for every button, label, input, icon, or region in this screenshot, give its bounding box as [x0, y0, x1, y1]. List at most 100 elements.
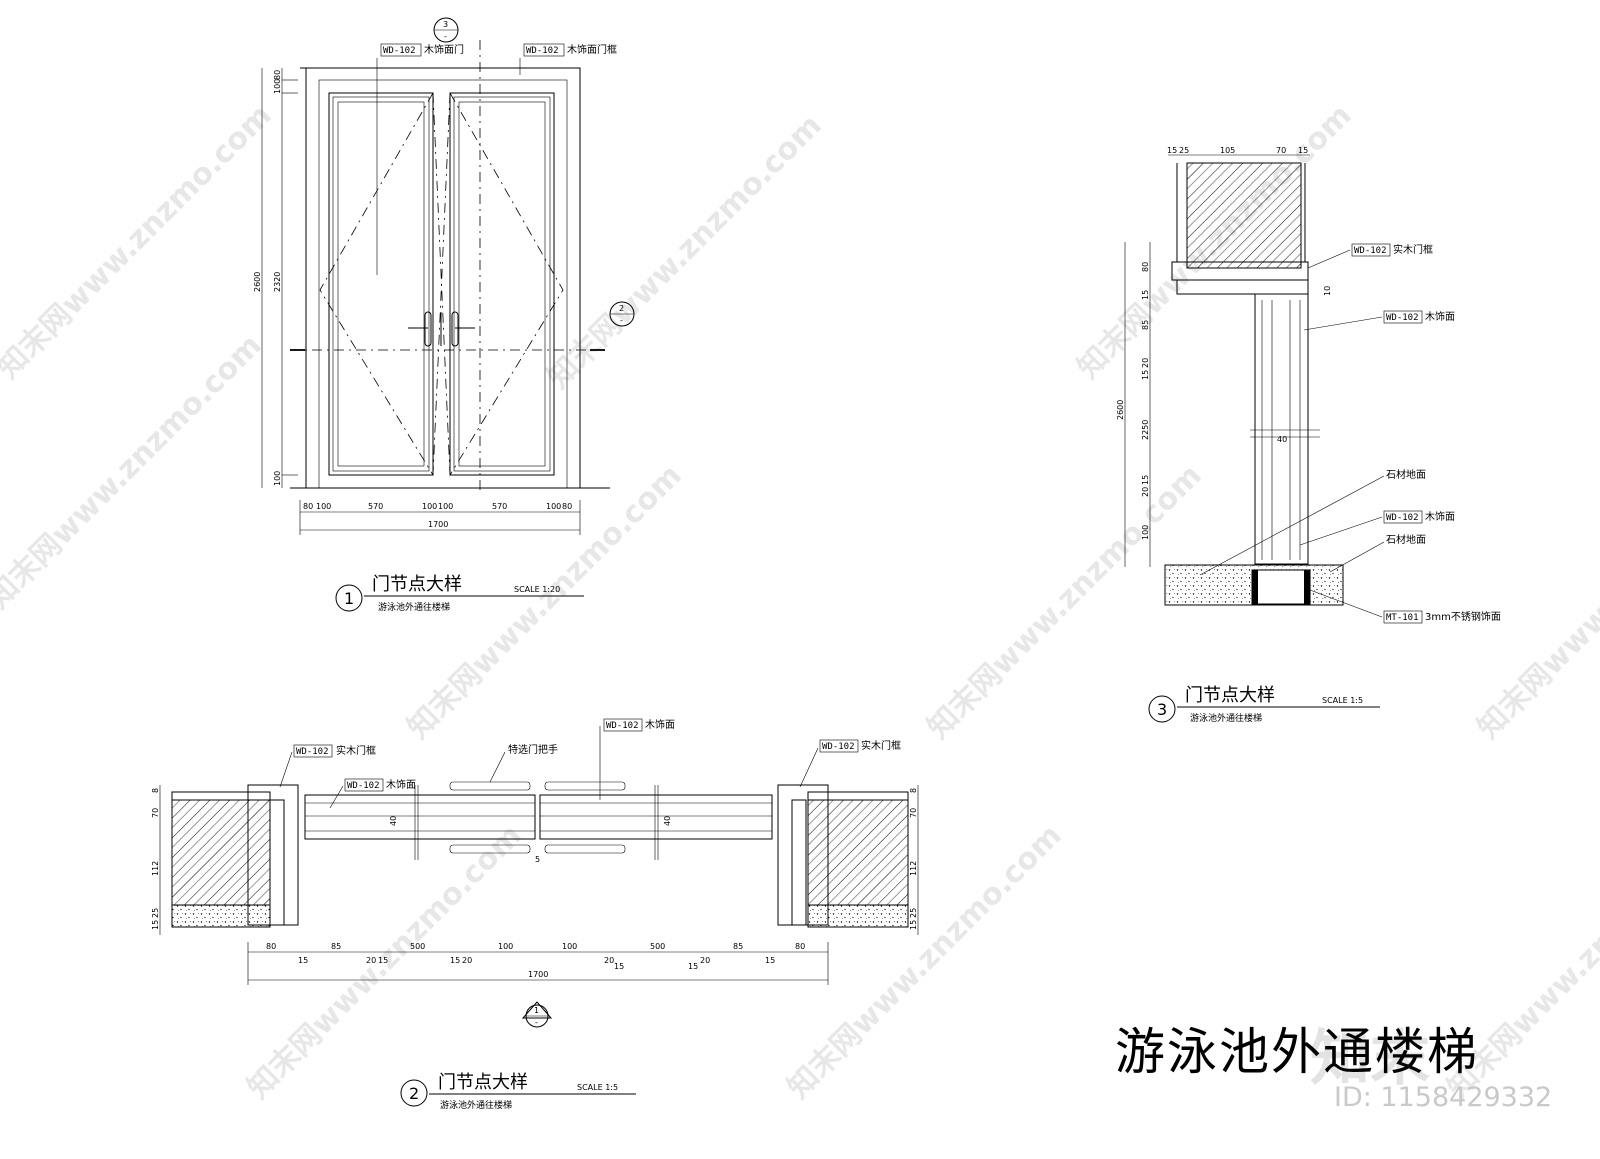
sheet-title: 游泳池外通楼梯: [1115, 1023, 1479, 1081]
dim-label: 15: [1141, 475, 1150, 485]
material-tag: WD-102: [347, 781, 380, 791]
dim-label: 15: [378, 956, 388, 965]
dim-label: 5: [535, 855, 540, 864]
material-label: 木饰面: [1425, 310, 1455, 323]
detail-subtitle: 游泳池外通往楼梯: [378, 601, 450, 613]
detail-scale: SCALE 1:5: [1322, 696, 1363, 705]
dim-label: 70: [909, 808, 918, 818]
dim-label: 40: [389, 816, 398, 826]
detail-title: 门节点大样: [438, 1072, 528, 1093]
material-tag: WD-102: [296, 747, 329, 757]
material-tag: WD-102: [822, 742, 855, 752]
dim-label: 8: [151, 788, 160, 793]
detail-1-elevation: 3 - 2 - WD-102 木饰面门 WD-102 木饰面门框 2600 23…: [253, 17, 635, 613]
dim-label: 80: [273, 70, 282, 80]
dim-label: 20: [700, 956, 710, 965]
detail-title: 门节点大样: [372, 574, 462, 595]
dim-label: 80: [1141, 262, 1150, 272]
detail-number: 1: [344, 589, 354, 608]
dim-label: 100: [498, 942, 513, 951]
dim-label: 500: [650, 942, 665, 951]
dim-label: 15: [688, 962, 698, 971]
dim-label: 2600: [253, 272, 262, 292]
dim-label: 15: [1141, 370, 1150, 380]
material-tag: WD-102: [1354, 246, 1387, 256]
dim-label: 15: [450, 956, 460, 965]
dim-label: 15: [614, 962, 624, 971]
detail-scale: SCALE 1:20: [514, 585, 560, 594]
dim-label: 570: [492, 502, 507, 511]
detail-number: 3: [1157, 700, 1167, 719]
dim-label: 20: [462, 956, 472, 965]
material-label: 3mm不锈钢饰面: [1425, 610, 1501, 623]
material-label: 特选门把手: [508, 743, 558, 756]
dim-label: 100: [546, 502, 561, 511]
dim-label: 15: [151, 920, 160, 930]
dim-label: 2250: [1141, 420, 1150, 440]
dim-label: 25: [151, 908, 160, 918]
dim-label: 40: [1277, 435, 1287, 444]
dim-label: 70: [151, 808, 160, 818]
material-label: 石材地面: [1386, 533, 1426, 546]
material-label: 木饰面: [386, 778, 416, 791]
dim-label: 80: [562, 502, 572, 511]
dim-total: 2600: [1116, 400, 1125, 420]
dim-label: 10: [1323, 286, 1332, 296]
dim-label: 70: [1276, 146, 1286, 155]
detail-subtitle: 游泳池外通往楼梯: [440, 1099, 512, 1111]
section-ref-num: 1: [534, 1006, 539, 1015]
dim-label: 20: [366, 956, 376, 965]
dim-label: 80: [303, 502, 313, 511]
dim-label: 100: [273, 79, 282, 94]
dim-label: 25: [1179, 146, 1189, 155]
dim-label: 15: [1141, 290, 1150, 300]
dim-total: 1700: [428, 520, 448, 529]
dim-label: 112: [151, 861, 160, 876]
dims-small-row: 15 20 15 15 20 20 15 15 20 15: [298, 956, 775, 971]
dim-label: 15: [1167, 146, 1177, 155]
detail-subtitle: 游泳池外通往楼梯: [1190, 712, 1262, 724]
section-ref-sub: -: [444, 32, 447, 41]
material-tag: WD-102: [383, 46, 416, 56]
dim-label: 100: [273, 471, 282, 486]
material-label: 实木门框: [1393, 243, 1433, 256]
material-label: 木饰面门框: [567, 43, 617, 56]
material-label: 木饰面门: [424, 43, 464, 56]
section-ref-sub: -: [620, 316, 623, 325]
material-label: 实木门框: [336, 744, 376, 757]
material-label: 石材地面: [1386, 468, 1426, 481]
dims-bottom-row: 80 100 570 100 100 570 100 80: [303, 502, 572, 511]
dims-top-row: 80 85 500 100 100 500 85 80: [266, 942, 805, 951]
dim-label: 20: [1141, 358, 1150, 368]
dim-label: 15: [1298, 146, 1308, 155]
dims-left-column: 80 15 85 20 15 2250 20 15 100: [1141, 262, 1150, 540]
detail-title: 门节点大样: [1185, 685, 1275, 706]
watermark: 知末网www.znzmo.com: [541, 108, 829, 396]
dim-label: 15: [909, 920, 918, 930]
dim-label: 20: [604, 956, 614, 965]
dim-label: 100: [1141, 525, 1150, 540]
section-ref-num: 2: [619, 304, 624, 313]
detail-number: 2: [409, 1084, 419, 1103]
dim-label: 100: [562, 942, 577, 951]
dim-label: 85: [331, 942, 341, 951]
watermark: 知末网www.znzmo.com: [1471, 458, 1600, 746]
dim-label: 15: [765, 956, 775, 965]
section-ref-sub: -: [535, 1018, 538, 1027]
dim-label: 570: [368, 502, 383, 511]
dim-label: 8: [909, 788, 918, 793]
dim-label: 100: [422, 502, 437, 511]
dim-label: 80: [266, 942, 276, 951]
dim-label: 105: [1220, 146, 1235, 155]
dim-label: 100: [438, 502, 453, 511]
dim-label: 20: [1141, 487, 1150, 497]
watermark-logo: 知末: [1310, 1024, 1430, 1094]
material-label: 木饰面: [645, 718, 675, 731]
material-tag: WD-102: [606, 721, 639, 731]
material-tag: WD-102: [1386, 513, 1419, 523]
detail-2-plan: 40 40 5 8 70 112 15 25 8 70 112 15 25 80…: [151, 718, 919, 1111]
dim-label: 85: [1141, 320, 1150, 330]
image-id: ID: 1158429332: [1334, 1082, 1553, 1113]
dim-label: 100: [316, 502, 331, 511]
